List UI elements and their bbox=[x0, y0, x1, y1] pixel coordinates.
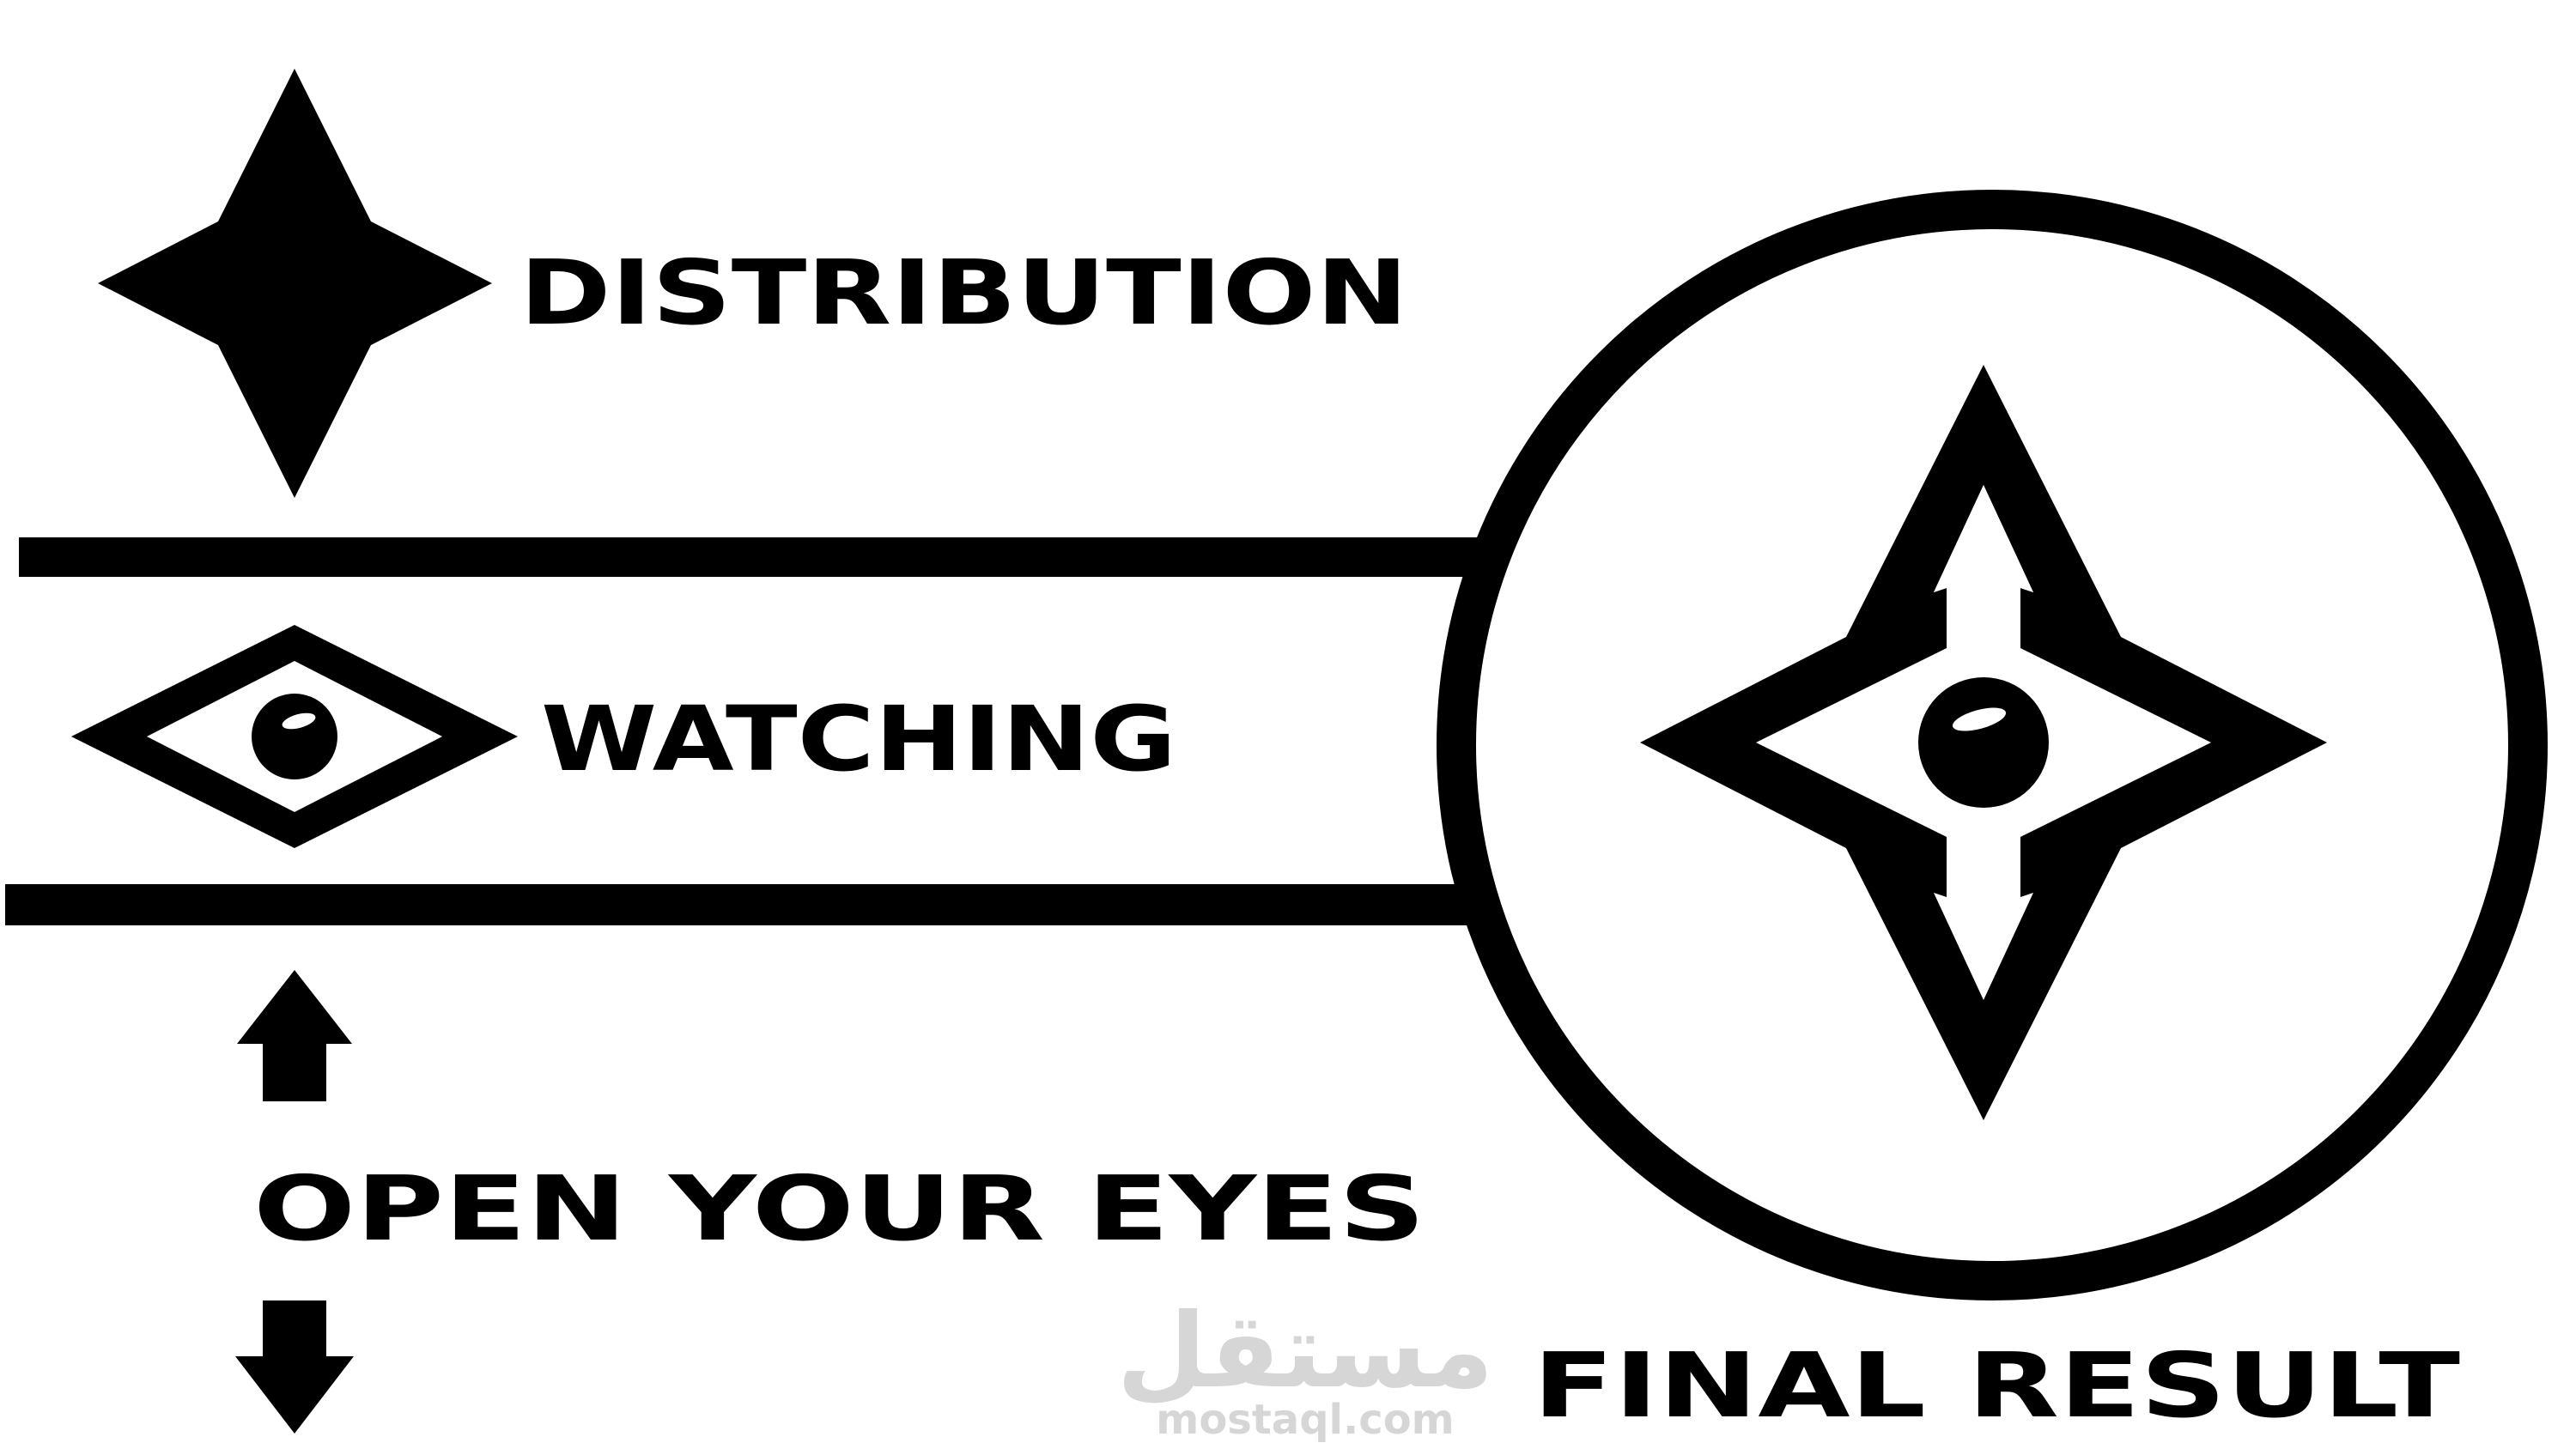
four-point-star-icon bbox=[98, 69, 492, 498]
watching-label: WATCHING bbox=[541, 687, 1176, 791]
combined-star-eye-emblem bbox=[1640, 365, 2327, 1120]
open-your-eyes-label: OPEN YOUR EYES bbox=[253, 1156, 1425, 1261]
arrow-up-icon bbox=[237, 970, 352, 1101]
bottom-divider-bar bbox=[5, 884, 1487, 925]
top-divider-bar bbox=[19, 537, 1487, 577]
distribution-label: DISTRIBUTION bbox=[519, 240, 1408, 345]
eye-diamond-icon bbox=[71, 625, 518, 848]
watermark-arabic: مستقل bbox=[1117, 1292, 1494, 1411]
watermark-latin: mostaql.com bbox=[1156, 1396, 1454, 1444]
arrow-down-icon bbox=[235, 1300, 354, 1434]
final-result-label: FINAL RESULT bbox=[1533, 1333, 2460, 1438]
